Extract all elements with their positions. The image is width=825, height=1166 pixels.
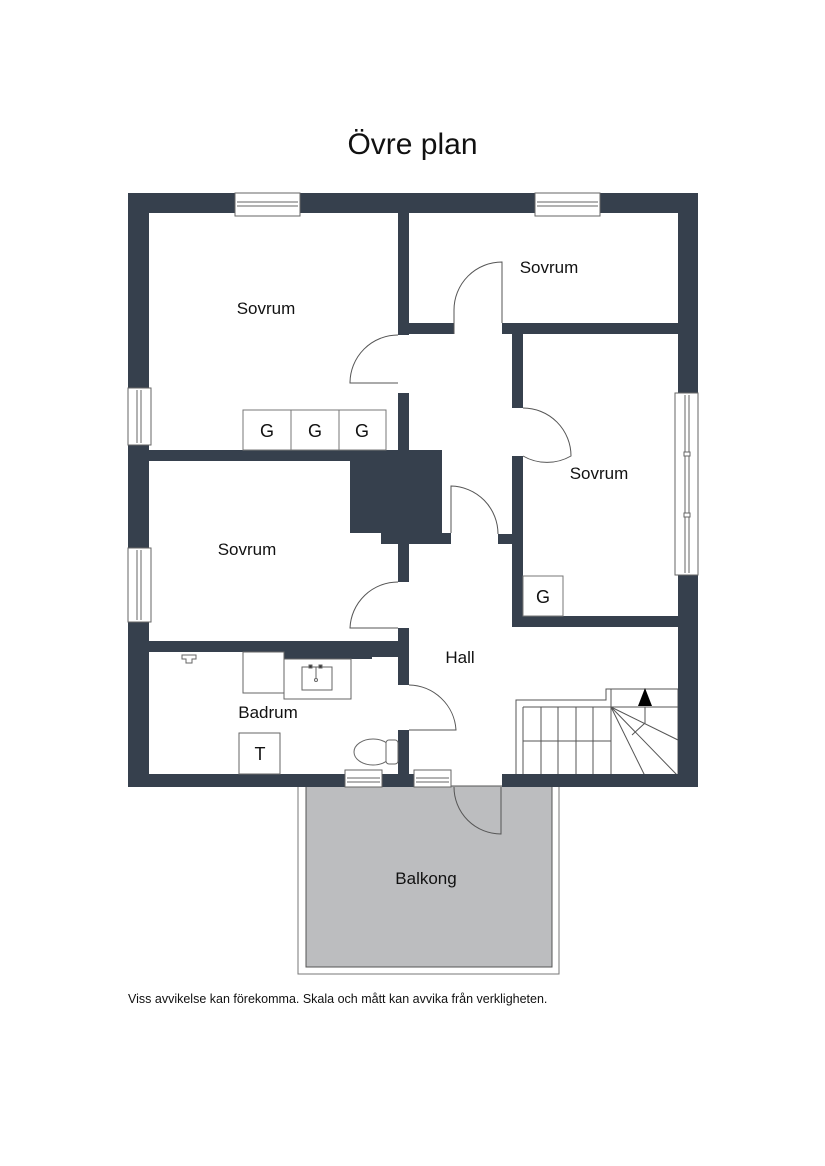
window (234, 192, 301, 217)
window (127, 547, 152, 623)
room-label-bathroom: Badrum (238, 703, 298, 722)
balcony (297, 785, 560, 975)
door-balcony (453, 786, 502, 835)
door-bathroom (408, 684, 457, 731)
room-label-balcony: Balkong (395, 869, 456, 888)
washer-label: T (255, 744, 266, 764)
door-top-left-bedroom (349, 334, 399, 384)
door-top-right-bedroom (453, 261, 503, 334)
stair-up-arrow-icon (638, 688, 652, 706)
windows (127, 192, 699, 788)
room-label-bedroom-right: Sovrum (570, 464, 629, 483)
window (534, 192, 601, 217)
room-label-bedroom-top-left: Sovrum (237, 299, 296, 318)
washer (238, 732, 281, 775)
wardrobe-label: G (260, 421, 274, 441)
room-label-bedroom-top-right: Sovrum (520, 258, 579, 277)
disclaimer-text: Viss avvikelse kan förekomma. Skala och … (128, 992, 548, 1006)
staircase (515, 688, 679, 777)
wardrobe-label: G (355, 421, 369, 441)
room-label-hall: Hall (445, 648, 474, 667)
cabinet (242, 651, 285, 694)
wardrobes (242, 409, 564, 617)
wardrobe-label: G (308, 421, 322, 441)
window (127, 387, 152, 446)
door-middle-left-bedroom (349, 581, 399, 629)
doors (349, 261, 572, 835)
door-right-bedroom (522, 407, 572, 463)
door-chimney (450, 485, 499, 535)
wardrobe-label: G (536, 587, 550, 607)
page-title: Övre plan (347, 128, 478, 161)
room-label-bedroom-middle-left: Sovrum (218, 540, 277, 559)
bathroom-fixtures (181, 651, 399, 775)
window (674, 392, 699, 576)
